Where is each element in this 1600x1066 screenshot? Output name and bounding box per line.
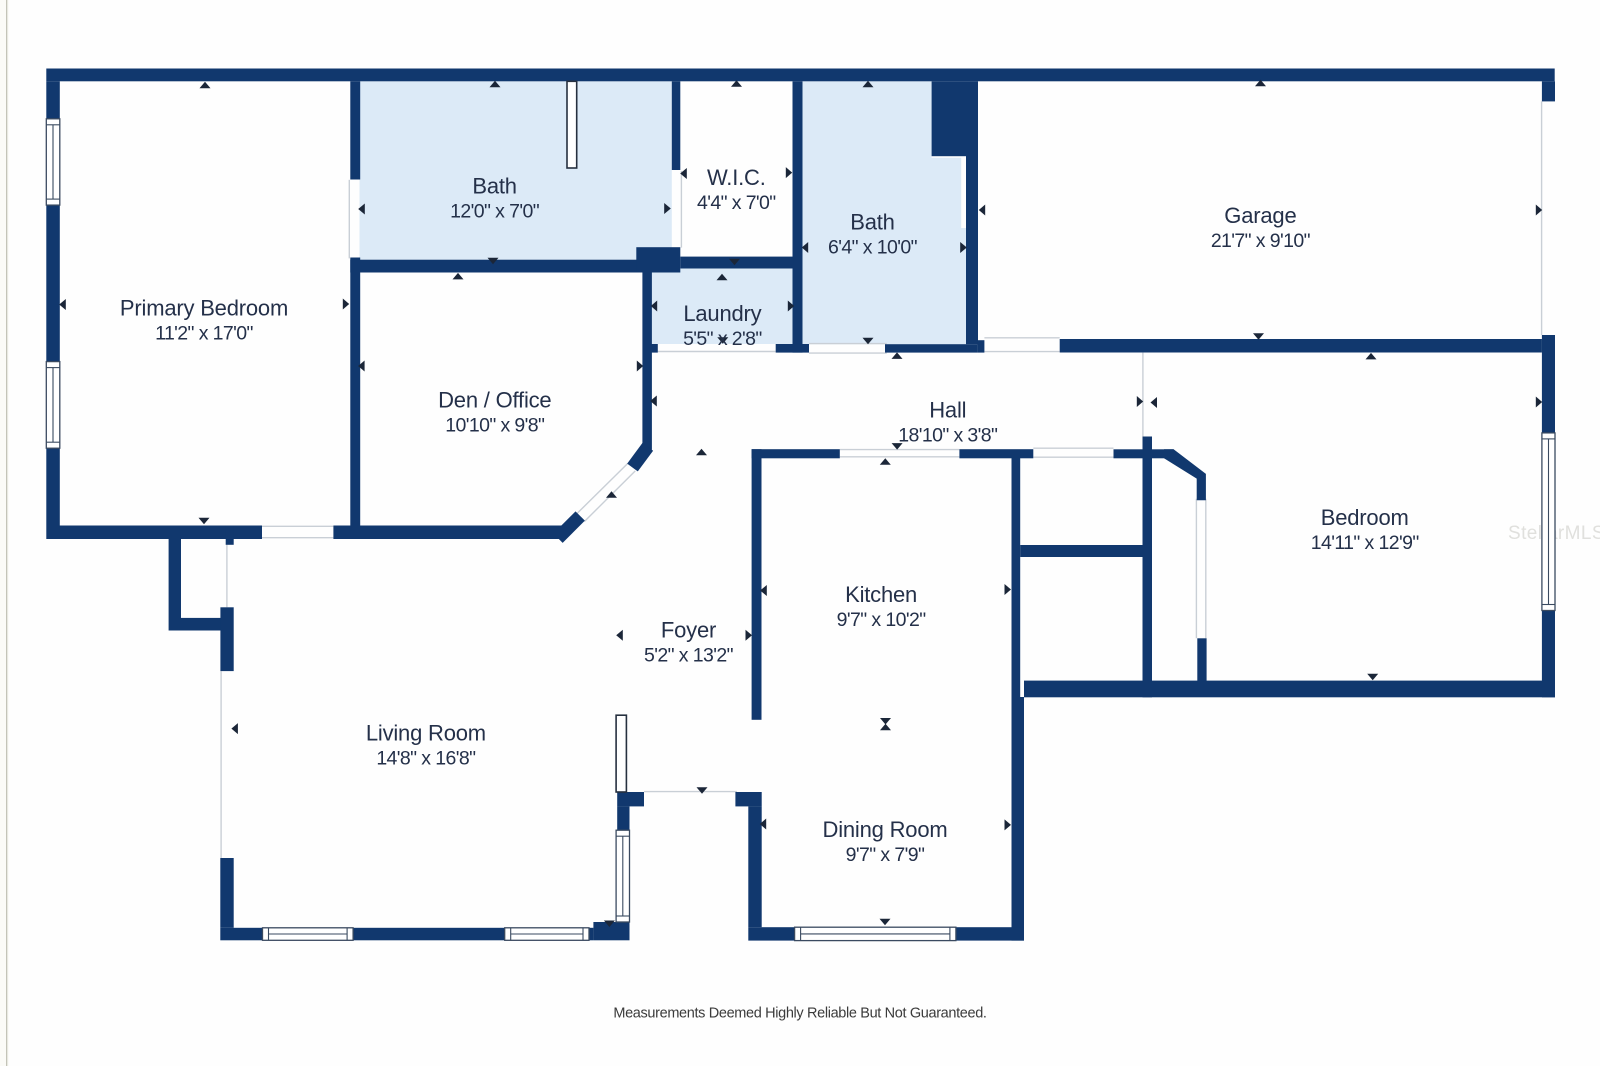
- svg-text:Living Room: Living Room: [366, 720, 486, 745]
- svg-text:Kitchen: Kitchen: [845, 582, 917, 607]
- svg-text:Bath: Bath: [850, 210, 894, 235]
- svg-text:5'2" x 13'2": 5'2" x 13'2": [644, 645, 734, 667]
- svg-text:14'11" x 12'9": 14'11" x 12'9": [1311, 532, 1420, 554]
- svg-text:12'0" x 7'0": 12'0" x 7'0": [450, 201, 540, 223]
- svg-text:Primary Bedroom: Primary Bedroom: [120, 296, 288, 321]
- svg-text:6'4" x 10'0": 6'4" x 10'0": [828, 237, 918, 259]
- svg-text:Foyer: Foyer: [661, 618, 716, 643]
- svg-text:Bedroom: Bedroom: [1321, 505, 1409, 530]
- svg-text:4'4" x 7'0": 4'4" x 7'0": [697, 192, 776, 214]
- svg-text:Hall: Hall: [929, 397, 966, 422]
- svg-text:Bath: Bath: [472, 174, 516, 199]
- svg-text:W.I.C.: W.I.C.: [707, 165, 766, 190]
- svg-text:5'5" x 2'8": 5'5" x 2'8": [683, 328, 762, 350]
- svg-text:Dining Room: Dining Room: [823, 817, 948, 842]
- svg-text:Garage: Garage: [1224, 203, 1296, 228]
- svg-text:21'7" x 9'10": 21'7" x 9'10": [1211, 230, 1311, 252]
- svg-text:18'10" x 3'8": 18'10" x 3'8": [898, 424, 998, 446]
- svg-text:14'8" x 16'8": 14'8" x 16'8": [376, 747, 476, 769]
- svg-text:Den / Office: Den / Office: [438, 388, 551, 413]
- svg-text:Measurements Deemed Highly Rel: Measurements Deemed Highly Reliable But …: [613, 1006, 986, 1022]
- svg-text:11'2" x 17'0": 11'2" x 17'0": [155, 323, 253, 345]
- svg-text:9'7" x 10'2": 9'7" x 10'2": [837, 609, 927, 631]
- svg-text:9'7" x 7'9": 9'7" x 7'9": [846, 844, 925, 866]
- svg-text:10'10" x 9'8": 10'10" x 9'8": [445, 415, 545, 437]
- svg-text:Laundry: Laundry: [683, 301, 761, 326]
